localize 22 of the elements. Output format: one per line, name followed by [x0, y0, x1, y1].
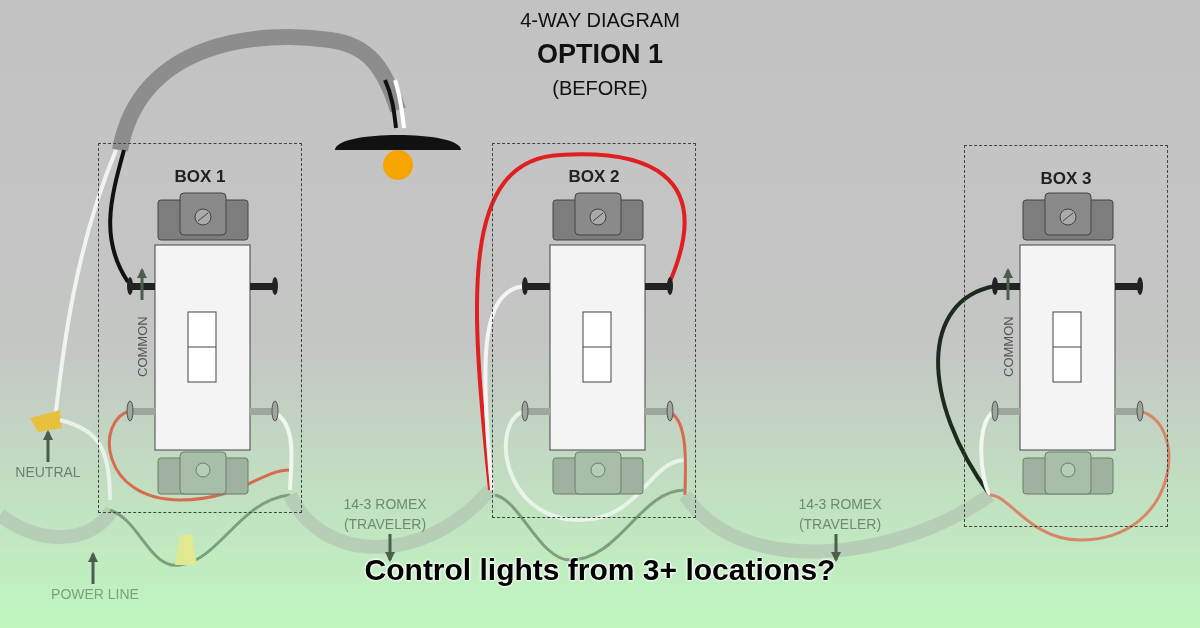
dashed-box-outline	[964, 145, 1168, 527]
diagram-title: 4-WAY DIAGRAM	[520, 8, 680, 33]
leader-arrow	[830, 534, 842, 563]
box-heading: BOX 3	[1040, 168, 1092, 190]
subtitle-note: (BEFORE)	[552, 76, 648, 101]
power-line-label: POWER LINE	[40, 584, 150, 604]
caption: Control lights from 3+ locations?	[364, 552, 836, 588]
leader-arrow	[87, 551, 99, 584]
common-label: COMMON	[1000, 301, 1018, 393]
leader-arrow	[1002, 267, 1014, 300]
common-label: COMMON	[134, 301, 152, 393]
leader-arrow	[136, 267, 148, 300]
neutral-label: NEUTRAL	[8, 462, 88, 482]
leader-arrow	[42, 429, 54, 462]
subtitle: OPTION 1	[537, 38, 663, 71]
dashed-box-outline	[492, 143, 696, 518]
box-heading: BOX 1	[174, 166, 226, 188]
cable-label: 14-3 ROMEX (TRAVELER)	[785, 494, 895, 534]
leader-arrow	[384, 534, 396, 563]
box-heading: BOX 2	[568, 166, 620, 188]
cable-label: 14-3 ROMEX (TRAVELER)	[330, 494, 440, 534]
dashed-box-outline	[98, 143, 302, 513]
